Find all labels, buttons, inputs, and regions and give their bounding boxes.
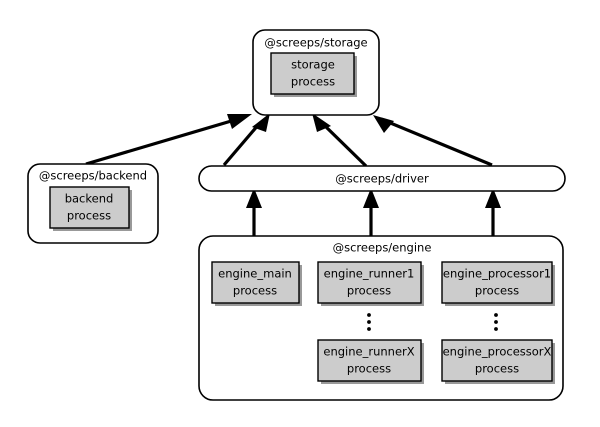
edge-engine-main-to-driver: [246, 188, 262, 236]
edge-engine-processor-to-driver: [485, 188, 501, 236]
process-engine-processor1-line1: engine_processor1: [443, 267, 551, 281]
process-storage-line2: process: [291, 75, 335, 89]
process-backend-line2: process: [67, 209, 111, 223]
edge-driver-left-to-storage: [222, 113, 270, 167]
process-engine-processor1-line2: process: [475, 284, 519, 298]
process-engine-runner1-line2: process: [347, 284, 391, 298]
package-storage[interactable]: @screeps/storage storage process: [252, 29, 380, 116]
process-storage-line1: storage: [291, 58, 335, 72]
process-engine-runnerx-line1: engine_runnerX: [323, 345, 414, 359]
process-backend-process[interactable]: backend process: [49, 186, 132, 231]
package-backend-label: @screeps/backend: [39, 169, 147, 183]
package-engine-label: @screeps/engine: [333, 241, 432, 255]
process-engine-runnerx-process[interactable]: engine_runnerX process: [317, 339, 424, 384]
process-backend-line1: backend: [65, 192, 114, 206]
process-engine-main-process[interactable]: engine_main process: [211, 261, 302, 306]
edge-driver-right-to-storage: [373, 115, 493, 167]
edge-driver-mid-to-storage: [312, 113, 368, 168]
process-engine-main-line2: process: [233, 284, 277, 298]
process-engine-runner1-process[interactable]: engine_runner1 process: [317, 261, 424, 306]
package-storage-label: @screeps/storage: [264, 36, 367, 50]
edge-engine-runner-to-driver: [363, 188, 379, 236]
process-engine-processorx-line1: engine_processorX: [443, 345, 552, 359]
process-engine-runner1-line1: engine_runner1: [324, 267, 415, 281]
process-storage-process[interactable]: storage process: [270, 52, 357, 97]
process-engine-processorx-process[interactable]: engine_processorX process: [441, 339, 555, 384]
package-driver-label: @screeps/driver: [335, 172, 429, 186]
package-backend[interactable]: @screeps/backend backend process: [27, 163, 159, 244]
processor-ellipsis-icon: [494, 313, 498, 331]
runner-ellipsis-icon: [367, 313, 371, 331]
process-engine-processor1-process[interactable]: engine_processor1 process: [441, 261, 555, 306]
process-engine-processorx-line2: process: [475, 362, 519, 376]
edge-backend-to-storage: [85, 114, 252, 166]
package-driver[interactable]: @screeps/driver: [198, 165, 566, 192]
process-engine-main-line1: engine_main: [218, 267, 292, 281]
package-engine[interactable]: @screeps/engine engine_main process engi…: [198, 235, 564, 401]
process-engine-runnerx-line2: process: [347, 362, 391, 376]
